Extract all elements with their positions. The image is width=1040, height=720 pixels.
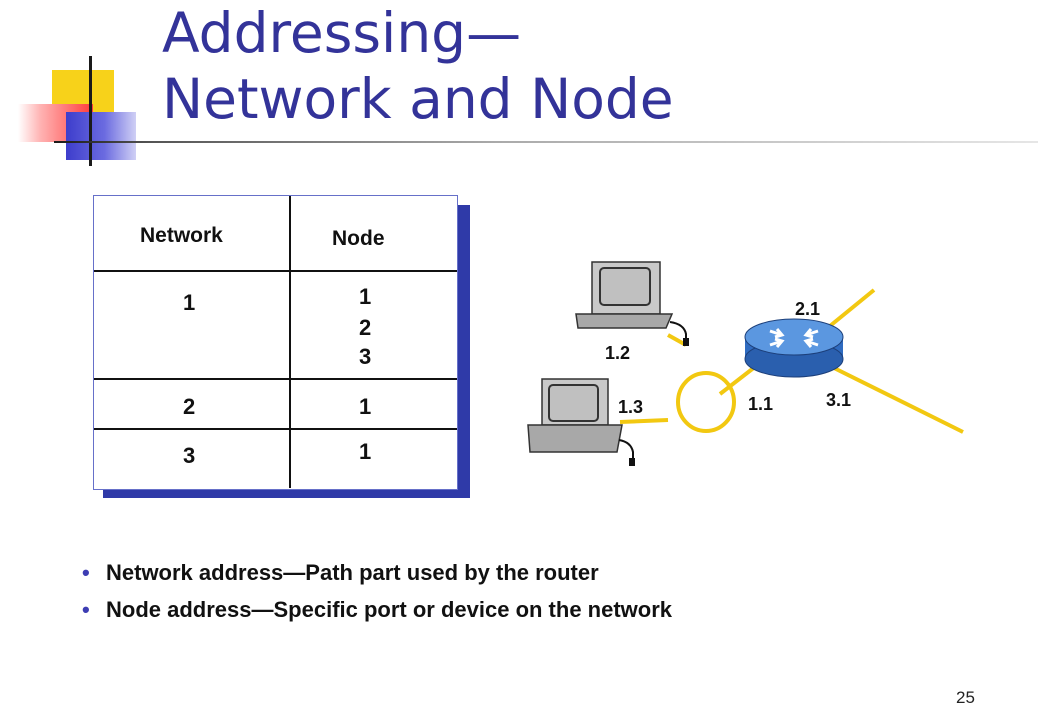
header-node: Node	[332, 227, 385, 250]
table-cell-network: 2	[183, 394, 196, 419]
logo-blue-square	[66, 112, 136, 160]
bullet-list: • Network address—Path part used by the r…	[82, 554, 1032, 628]
bullet-text: Node address—Specific port or device on …	[106, 597, 673, 622]
table-cell-network: 3	[183, 443, 196, 468]
label-router-left: 1.1	[748, 394, 773, 414]
cable-router-up	[823, 288, 876, 332]
table-cell-node: 1	[359, 394, 372, 419]
ring-network	[676, 371, 736, 433]
table-row-divider	[94, 428, 457, 430]
cable-pc-bottom	[619, 418, 669, 424]
router-icon	[744, 318, 844, 378]
table-cell-node: 1	[359, 439, 372, 464]
header-network: Network	[140, 224, 223, 247]
bullet-dot: •	[82, 560, 90, 585]
table-cell-node: 2	[359, 315, 372, 340]
bullet-item: • Network address—Path part used by the r…	[82, 554, 1032, 591]
cables	[619, 288, 964, 434]
bullet-item: • Node address—Specific port or device on…	[82, 591, 1032, 628]
slide-title: Addressing— Network and Node	[162, 0, 674, 132]
page-number: 25	[956, 688, 975, 707]
table-cell-network: 1	[183, 290, 196, 315]
table-header-divider	[94, 270, 457, 272]
bullet-text: Network address—Path part used by the ro…	[106, 560, 599, 585]
label-pc-top: 1.2	[605, 343, 630, 363]
logo-vertical-line	[89, 56, 92, 166]
cable-router-down	[829, 364, 964, 434]
title-underline	[54, 141, 1038, 143]
table-column-divider	[289, 196, 291, 488]
address-table: Network Node 1 1 2 3 2 1 3 1	[93, 195, 458, 490]
table-row-divider	[94, 378, 457, 380]
workstation-icon	[527, 378, 635, 466]
label-router-top: 2.1	[795, 299, 820, 319]
title-line-2: Network and Node	[162, 67, 674, 131]
bullet-dot: •	[82, 597, 90, 622]
table-cell-node: 3	[359, 344, 372, 369]
workstation-icon	[575, 261, 689, 346]
title-line-1: Addressing—	[162, 1, 522, 65]
label-router-right: 3.1	[826, 390, 851, 410]
table-cell-node: 1	[359, 284, 372, 309]
label-pc-bottom: 1.3	[618, 397, 643, 417]
